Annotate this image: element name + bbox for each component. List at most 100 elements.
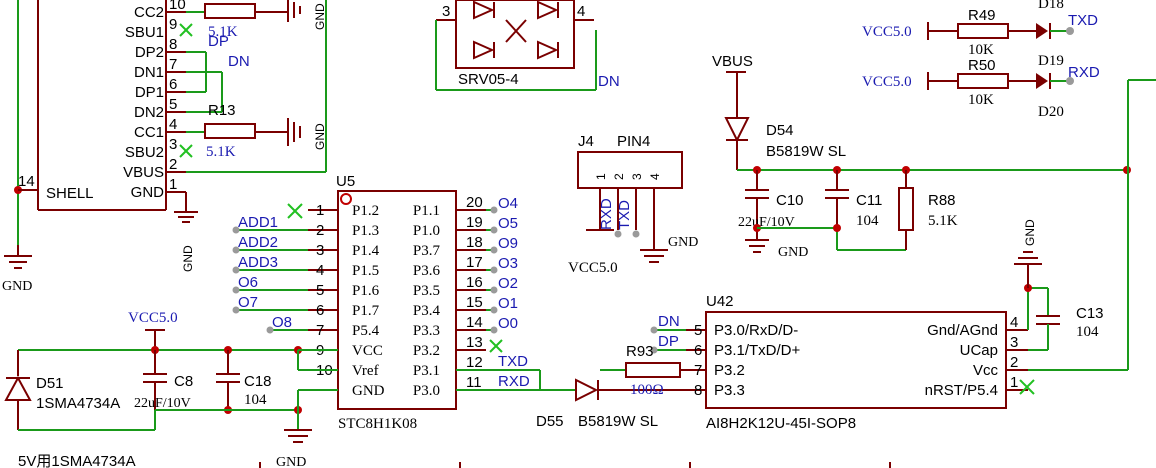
net-pad [490,326,498,334]
usb-pin-num: 1 [169,176,177,193]
u5-pin-num: 17 [466,254,483,271]
r93-ref: R93 [626,343,654,360]
u5-pin-name: P3.5 [413,283,440,299]
r88-ref: R88 [928,192,956,209]
u42-net-label: DP [658,333,679,350]
d55-part: B5819W SL [578,413,658,430]
u5-net-label: ADD3 [238,254,278,271]
supply-note: 5V用1SMA4734A [18,453,136,468]
u5-net-label: TXD [498,353,528,370]
u5-left-pins: P1.21P1.32ADD1P1.43ADD2P1.54ADD3P1.65O6P… [232,202,385,399]
u5-net-label: ADD1 [238,214,278,231]
u5-pin-num: 18 [466,234,483,251]
u5-pin-num: 12 [466,354,483,371]
usb-pin-name: CC2 [134,4,164,21]
u5-pin-name: P3.1 [413,363,440,379]
usb-pin-name: CC1 [134,124,164,141]
gnd-label: GND [778,245,808,260]
usb-pin-name: DN1 [134,64,164,81]
r88-val: 5.1K [928,213,958,229]
net-pad [490,306,498,314]
r50-ref: R50 [968,57,996,74]
j4-ref: J4 [578,133,594,150]
u42-pin-num: 5 [694,322,702,339]
srv05-4-tvs: 3 4 SRV05-4 DN [435,0,620,91]
led-indicators: VCC5.0 R49 10K D18 TXD VCC5.0 R50 10K D1… [862,0,1100,120]
j4-part: PIN4 [617,133,650,150]
usb-pin-num: 3 [169,136,177,153]
u42-pin-name: Vcc [973,362,999,379]
u5-pin-num: 4 [316,262,324,279]
usb-pin-name: DP2 [135,44,164,61]
led1-net: TXD [1068,12,1098,29]
r49-val: 10K [968,42,994,58]
usb-pin-name: VBUS [123,164,164,181]
gnd-label: GND [2,279,32,294]
u42-pin-num: 3 [1010,334,1018,351]
c13-ref: C13 [1076,305,1104,322]
u5-ref: U5 [336,173,355,190]
u5-pin-name: P3.2 [413,343,440,359]
d18-ref: D18 [1038,0,1064,12]
gnd-label: GND [181,245,195,272]
u5-mcu: U5 P1.21P1.32ADD1P1.43ADD2P1.54ADD3P1.65… [232,173,530,432]
u5-net-label: O9 [498,235,518,252]
u5-pin-name: P3.6 [413,263,441,279]
u5-pin-num: 19 [466,214,483,231]
net-pad [650,346,658,354]
u42-pin-name: P3.0/RxD/D- [714,322,798,339]
usb-shell-num: 14 [18,173,35,190]
usb-pin-name: DN2 [134,104,164,121]
supply-vcc: VCC5.0 [128,310,178,326]
u5-pin-num: 11 [466,374,482,391]
led1-vcc: VCC5.0 [862,24,912,40]
u5-body [337,190,457,410]
u5-net-label: O1 [498,295,518,312]
u42-part: AI8H2K12U-45I-SOP8 [706,415,856,432]
usb-pin-name: SBU2 [125,144,164,161]
u5-pin-name: P1.3 [352,223,379,239]
u5-pin-name: P3.0 [413,383,440,399]
u5-pin-name: P3.7 [413,243,441,259]
u5-net-label: O0 [498,315,518,332]
u42-pin-name: UCap [960,342,998,359]
u5-pin-num: 5 [316,282,324,299]
usb-pin-num: 9 [169,16,177,33]
d20-ref: D20 [1038,104,1064,120]
u5-pin-name: P1.7 [352,303,380,319]
u5-net-label: O7 [238,294,258,311]
u42-net-label: DN [658,313,680,330]
led2-vcc: VCC5.0 [862,74,912,90]
j4-vcc: VCC5.0 [568,260,618,276]
u42-pin-num: 6 [694,342,702,359]
u42-mcu: U42 P3.0/RxD/D-5DNP3.1/TxD/D+6DPP3.27P3.… [456,219,1128,432]
srv-pin3: 3 [442,3,450,20]
d51-ref: D51 [36,375,64,392]
u5-pin-name: P3.3 [413,323,440,339]
resistor-cc2 [204,3,256,19]
usb-pin-num: 10 [169,0,186,13]
net-pad [232,286,240,294]
u5-pin-num: 1 [316,202,324,219]
u5-pin-num: 6 [316,302,324,319]
u5-pin-num: 20 [466,194,483,211]
r13-value: 5.1K [206,144,236,160]
u5-pin-name: P1.4 [352,243,380,259]
u42-gnd: GND [1023,219,1037,246]
u5-net-label: O4 [498,195,518,212]
u5-net-label: O2 [498,275,518,292]
u5-pin-name: P1.0 [413,223,440,239]
j4-pin-num: 3 [630,173,644,180]
u5-pin-num: 14 [466,314,483,331]
usb-pin-num: 6 [169,76,177,93]
u42-pin-name: nRST/P5.4 [925,382,998,399]
net-dp: DP [208,33,229,50]
u5-net-label: O8 [272,314,292,331]
net-pad [232,246,240,254]
